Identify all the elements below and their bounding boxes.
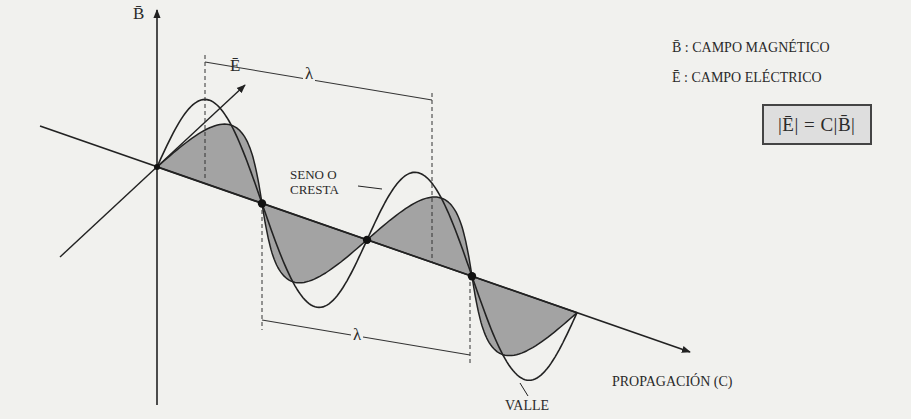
- callout-text: SENO O CRESTA: [290, 168, 354, 198]
- wavelength-label: λ: [351, 325, 363, 345]
- axis-label: B̄: [133, 4, 144, 24]
- dimension-guide: [205, 55, 206, 180]
- legend-text: B̄ : CAMPO MAGNÉTICO: [672, 40, 830, 56]
- callout-text: VALLE: [505, 398, 549, 414]
- node-dot: [154, 164, 160, 170]
- magnetic-wave: [157, 99, 577, 380]
- axis-label: Ē: [230, 56, 240, 76]
- node-dot: [468, 272, 476, 280]
- leader-line: [520, 383, 528, 396]
- node-dot: [363, 236, 371, 244]
- node-dots: [154, 164, 476, 281]
- b-axis: [156, 10, 158, 405]
- dimension-guide: [470, 282, 471, 366]
- node-dot: [258, 199, 266, 207]
- legend-text: Ē : CAMPO ELÉCTRICO: [672, 70, 822, 86]
- dimension-line: [262, 320, 470, 355]
- electric-wave: [157, 124, 577, 356]
- leader-line: [358, 186, 382, 189]
- axis-label: PROPAGACIÓN (C): [612, 374, 732, 390]
- propagation-axis: [40, 126, 690, 352]
- dimension-guide: [262, 210, 263, 330]
- wavelength-label: λ: [303, 64, 315, 84]
- dimension-guide: [432, 93, 433, 262]
- formula-text: |Ē| = C|B̄|: [778, 114, 855, 135]
- formula-box: |Ē| = C|B̄|: [762, 104, 872, 145]
